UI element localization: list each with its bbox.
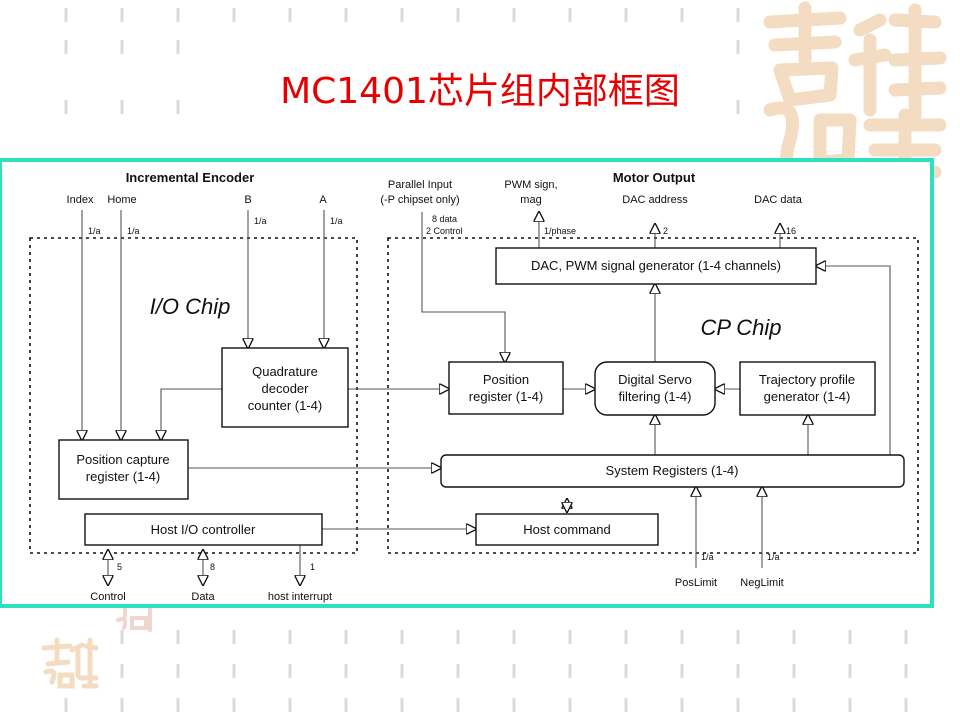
host-command-block [475, 513, 659, 546]
bus-label-b: 1/a [254, 216, 267, 226]
diagram-frame [0, 158, 934, 608]
pwm-output-label-2: mag [520, 194, 541, 206]
pwm-output-label: PWM sign, [504, 179, 557, 191]
b-input-label: B [244, 194, 251, 206]
bus-label-index: 1/a [88, 226, 101, 236]
position-text-1: Position [483, 372, 529, 387]
bus-label-data: 8 [210, 562, 215, 572]
position-register-block [448, 361, 564, 415]
capture-text-2: register (1-4) [86, 469, 160, 484]
cp-chip-region [387, 237, 919, 554]
bus-label-neglimit: 1/a [767, 552, 780, 562]
bus-label-a: 1/a [330, 216, 343, 226]
a-input-label: A [319, 194, 327, 206]
control-output-label: Control [90, 591, 125, 603]
dac-data-label: DAC data [754, 194, 803, 206]
data-output-label: Data [191, 591, 215, 603]
trajectory-generator-block [739, 361, 876, 416]
bus-label-pwm: 1/phase [544, 226, 576, 236]
neglimit-label: NegLimit [740, 577, 783, 589]
digital-servo-block [594, 361, 716, 416]
bus-label-home: 1/a [127, 226, 140, 236]
sysreg-text: System Registers (1-4) [606, 463, 739, 478]
slide-title: MC1401芯片组内部框图 [280, 71, 680, 112]
io-chip-label: I/O Chip [150, 294, 231, 319]
system-registers-block [440, 454, 905, 488]
servo-text-1: Digital Servo [618, 372, 692, 387]
servo-text-2: filtering (1-4) [619, 389, 692, 404]
connections [82, 210, 891, 585]
dac-text: DAC, PWM signal generator (1-4 channels) [531, 258, 781, 273]
dac-pwm-generator-block [495, 247, 817, 285]
index-input-label: Index [67, 194, 94, 206]
host-command-text: Host command [523, 522, 610, 537]
dac-address-label: DAC address [622, 194, 688, 206]
bus-label-control: 5 [117, 562, 122, 572]
bus-label-parallel-data: 8 data [432, 214, 457, 224]
quadrature-text-2: decoder [262, 381, 310, 396]
bus-label-dac-address: 2 [663, 226, 668, 236]
bus-label-parallel-control: 2 Control [426, 226, 463, 236]
quadrature-decoder-block [221, 347, 349, 428]
position-capture-block [58, 439, 189, 500]
parallel-input-note: (-P chipset only) [380, 194, 459, 206]
quadrature-text-1: Quadrature [252, 364, 318, 379]
position-text-2: register (1-4) [469, 389, 543, 404]
io-chip-region [29, 237, 358, 554]
bus-label-poslimit: 1/a [701, 552, 714, 562]
host-io-controller-block [84, 513, 323, 546]
interrupt-output-label: host interrupt [268, 591, 332, 603]
poslimit-label: PosLimit [675, 577, 717, 589]
trajectory-text-1: Trajectory profile [759, 372, 855, 387]
host-io-text: Host I/O controller [151, 522, 256, 537]
parallel-input-label: Parallel Input [388, 179, 452, 191]
bus-label-interrupt: 1 [310, 562, 315, 572]
encoder-header: Incremental Encoder [126, 170, 255, 185]
bus-label-dac-data: 16 [786, 226, 796, 236]
trajectory-text-2: generator (1-4) [764, 389, 851, 404]
capture-text-1: Position capture [76, 452, 169, 467]
home-input-label: Home [107, 194, 136, 206]
motor-output-header: Motor Output [613, 170, 696, 185]
quadrature-text-3: counter (1-4) [248, 398, 322, 413]
cp-chip-label: CP Chip [700, 315, 781, 340]
